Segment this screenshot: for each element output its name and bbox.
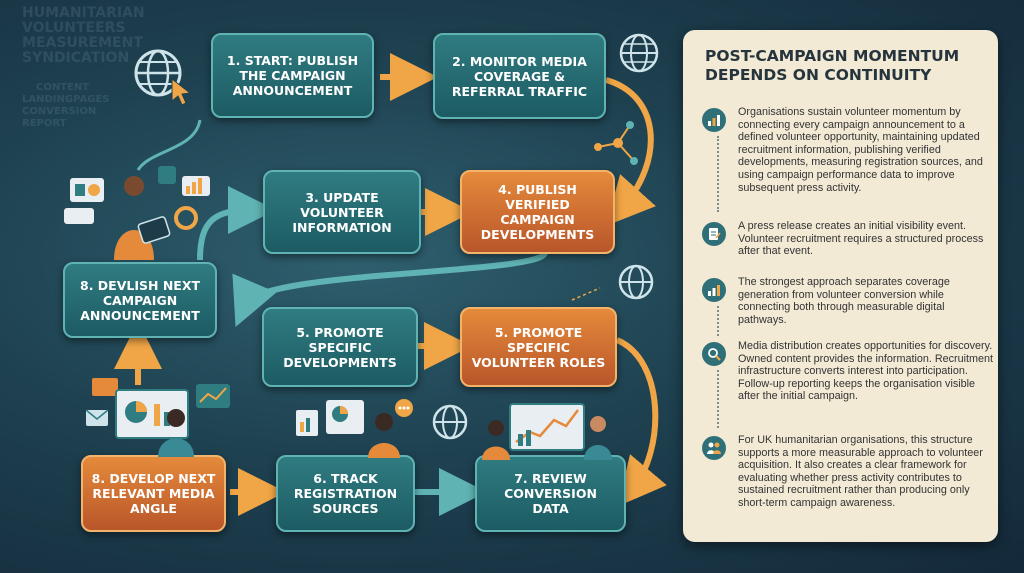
panel-item: The strongest approach separates coverag…: [699, 276, 991, 328]
step-7-box: 7. REVIEW CONVERSION DATA: [475, 455, 626, 532]
step-8-announcement-label: 8. DEVLISH NEXT CAMPAIGN ANNOUNCEMENT: [80, 277, 200, 323]
chart-icon: [702, 108, 726, 132]
step-7-label: 7. REVIEW CONVERSION DATA: [504, 471, 597, 516]
watermark-line: HUMANITARIAN: [22, 5, 145, 21]
step-1-label: 1. START: PUBLISH THE CAMPAIGN ANNOUNCEM…: [226, 53, 359, 98]
step-8-media-angle-box: 8. DEVELOP NEXT RELEVANT MEDIA ANGLE: [81, 455, 226, 532]
registration-illustration-icon: [296, 399, 413, 458]
panel-item-text: Media distribution creates opportunities…: [738, 340, 994, 403]
watermark-line: MEASUREMENT: [22, 35, 143, 51]
step-8-announcement-box: 8. DEVLISH NEXT CAMPAIGN ANNOUNCEMENT: [63, 262, 217, 338]
arrow-8-to-3: [197, 186, 276, 261]
watermark-line: LANDINGPAGES: [22, 94, 110, 105]
panel-title: POST-CAMPAIGN MOMENTUM DEPENDS ON CONTIN…: [705, 47, 960, 84]
arrow-2-to-4: [605, 77, 656, 226]
panel-item-text: The strongest approach separates coverag…: [738, 276, 950, 326]
arrow-4-to-5: [232, 251, 548, 327]
panel-divider: [717, 370, 719, 428]
search-icon: [702, 342, 726, 366]
panel-item-text: Organisations sustain volunteer momentum…: [738, 106, 983, 194]
step-2-box: 2. MONITOR MEDIA COVERAGE & REFERRAL TRA…: [433, 33, 606, 119]
step-4-box: 4. PUBLISH VERIFIED CAMPAIGN DEVELOPMENT…: [460, 170, 615, 254]
watermark-line: CONTENT: [36, 82, 90, 93]
watermark-line: VOLUNTEERS: [22, 20, 126, 36]
step-8-media-angle-label: 8. DEVELOP NEXT RELEVANT MEDIA ANGLE: [91, 471, 216, 516]
globe-icon: [619, 33, 659, 73]
watermark-line: REPORT: [22, 118, 67, 129]
step-5-developments-box: 5. PROMOTE SPECIFIC DEVELOPMENTS: [262, 307, 418, 387]
person-tablet-illustration-icon: [64, 166, 210, 260]
step-5-roles-label: 5. PROMOTE SPECIFIC VOLUNTEER ROLES: [471, 324, 606, 370]
step-3-label: 3. UPDATE VOLUNTEER INFORMATION: [292, 189, 392, 235]
globe-icon: [432, 404, 468, 440]
step-1-box: 1. START: PUBLISH THE CAMPAIGN ANNOUNCEM…: [211, 33, 374, 118]
background-watermark-text: HUMANITARIAN VOLUNTEERS MEASUREMENT SYND…: [22, 6, 145, 130]
globe-link-icon: [571, 264, 654, 301]
presentation-illustration-icon: [85, 378, 230, 457]
panel-item: Organisations sustain volunteer momentum…: [699, 106, 991, 218]
data-review-illustration-icon: [482, 403, 612, 460]
step-5-roles-box: 5. PROMOTE SPECIFIC VOLUNTEER ROLES: [460, 307, 617, 387]
network-nodes-icon: [594, 121, 638, 165]
watermark-line: CONVERSION: [22, 106, 97, 117]
step-6-label: 6. TRACK REGISTRATION SOURCES: [293, 471, 398, 516]
panel-divider: [717, 306, 719, 336]
globe-cursor-icon: [134, 49, 192, 106]
panel-item: Media distribution creates opportunities…: [699, 340, 993, 416]
step-5-developments-label: 5. PROMOTE SPECIFIC DEVELOPMENTS: [283, 324, 397, 370]
watermark-line: SYNDICATION: [22, 50, 130, 66]
panel-item: For UK humanitarian organisations, this …: [699, 434, 991, 530]
people-icon: [702, 436, 726, 460]
step-4-label: 4. PUBLISH VERIFIED CAMPAIGN DEVELOPMENT…: [480, 182, 595, 242]
step-2-label: 2. MONITOR MEDIA COVERAGE & REFERRAL TRA…: [451, 53, 588, 99]
arrow-5b-to-7: [615, 337, 667, 507]
panel-item-text: For UK humanitarian organisations, this …: [738, 434, 983, 509]
step-3-box: 3. UPDATE VOLUNTEER INFORMATION: [263, 170, 421, 254]
network-icon: [702, 278, 726, 302]
arrow-1-to-3: [136, 119, 202, 171]
step-6-box: 6. TRACK REGISTRATION SOURCES: [276, 455, 415, 532]
continuity-panel: POST-CAMPAIGN MOMENTUM DEPENDS ON CONTIN…: [683, 30, 998, 542]
panel-item: A press release creates an initial visib…: [699, 220, 991, 260]
document-icon: [702, 222, 726, 246]
panel-item-text: A press release creates an initial visib…: [738, 220, 984, 258]
panel-divider: [717, 136, 719, 212]
